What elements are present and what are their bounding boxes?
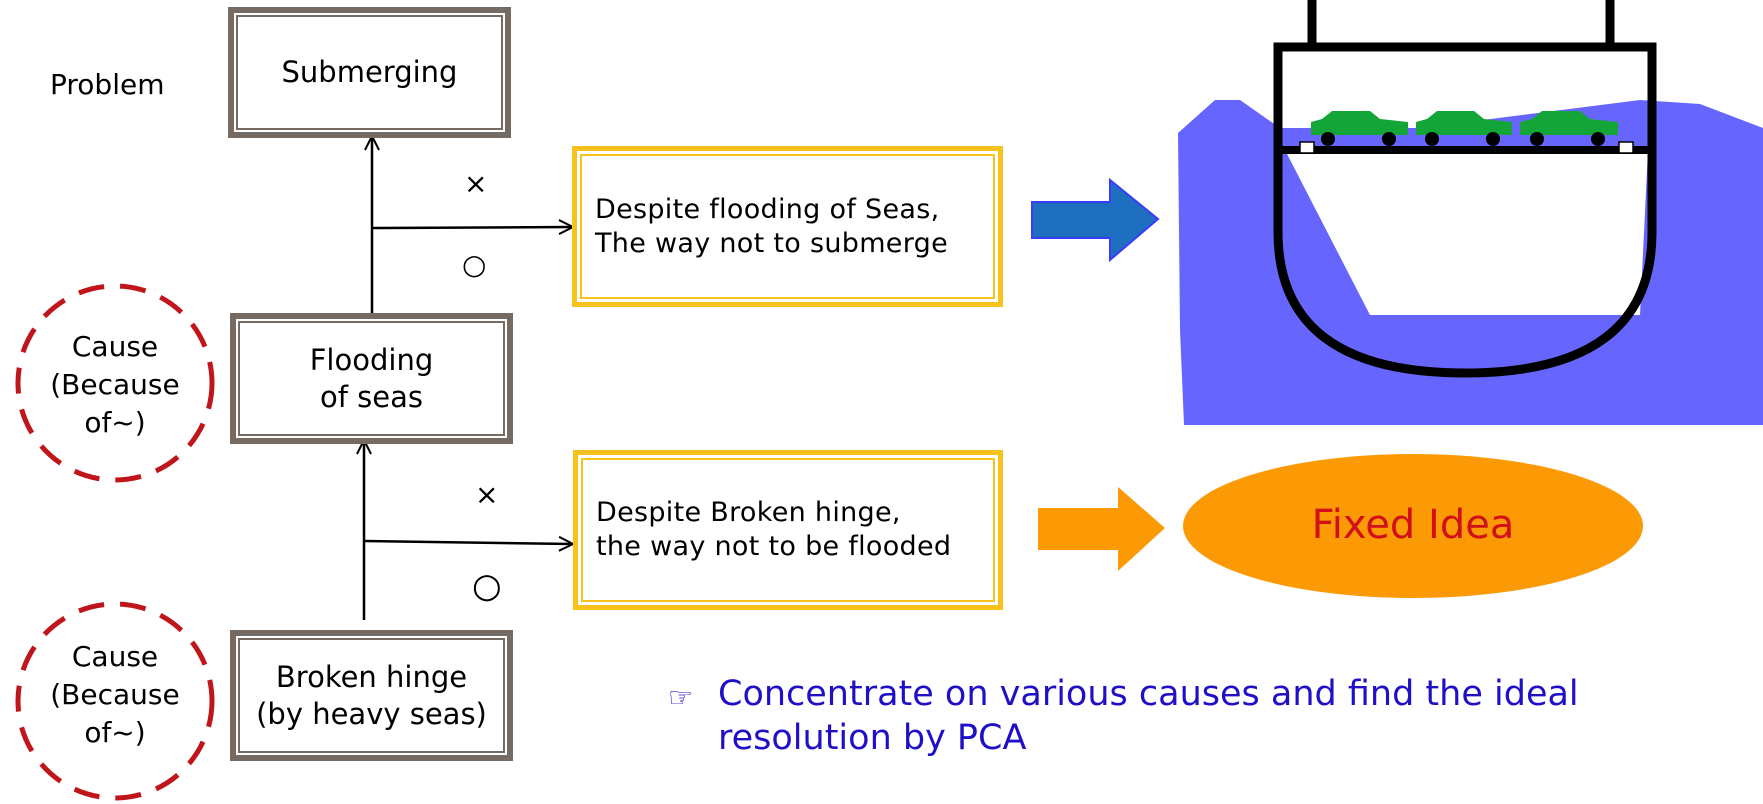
pointer-icon: ☞ [668,681,694,714]
ship-hull [1273,42,1657,378]
idea-bottom-text: Despite Broken hinge, the way not to be … [596,497,952,562]
cause-circle-upper: Cause (Because of~) [50,330,180,439]
hinge-left [1299,141,1315,154]
submerging-label: Submerging [281,55,458,89]
broken-hinge-label: Broken hinge (by heavy seas) [256,659,487,731]
car-3 [1520,111,1618,146]
cross-mark-2: × [475,478,499,511]
car-2 [1416,111,1512,146]
arrow-to-idea-top [371,227,572,228]
ship-illustration [1178,0,1763,425]
fixed-idea-ellipse [1183,454,1643,598]
cross-mark-1: × [464,167,488,200]
car-1 [1311,111,1408,146]
problem-label: Problem [50,68,165,101]
flooding-box: Flooding of seas [230,313,513,444]
submerging-box: Submerging [228,7,511,138]
orange-block-arrow [1038,487,1165,571]
arrow-to-idea-bottom [363,541,572,544]
fixed-idea-label: Fixed Idea [1311,502,1515,548]
idea-box-top: Despite flooding of Seas, The way not to… [572,146,1003,307]
cause-circle-lower: Cause (Because of~) [50,640,180,749]
circle-mark-1: ○ [462,248,487,281]
cause-circle-upper-outline [15,283,215,483]
blue-block-arrow [1031,177,1160,263]
broken-hinge-box: Broken hinge (by heavy seas) [230,630,513,761]
circle-mark-2: ○ [472,566,502,606]
conclusion-note: Concentrate on various causes and find t… [718,674,1579,758]
cause-circle-lower-outline [15,601,215,801]
flooding-label: Flooding of seas [309,342,434,414]
idea-top-text: Despite flooding of Seas, The way not to… [595,193,948,259]
hinge-right [1618,141,1634,154]
idea-box-bottom: Despite Broken hinge, the way not to be … [573,450,1003,610]
water-inside-hull [1285,150,1648,315]
